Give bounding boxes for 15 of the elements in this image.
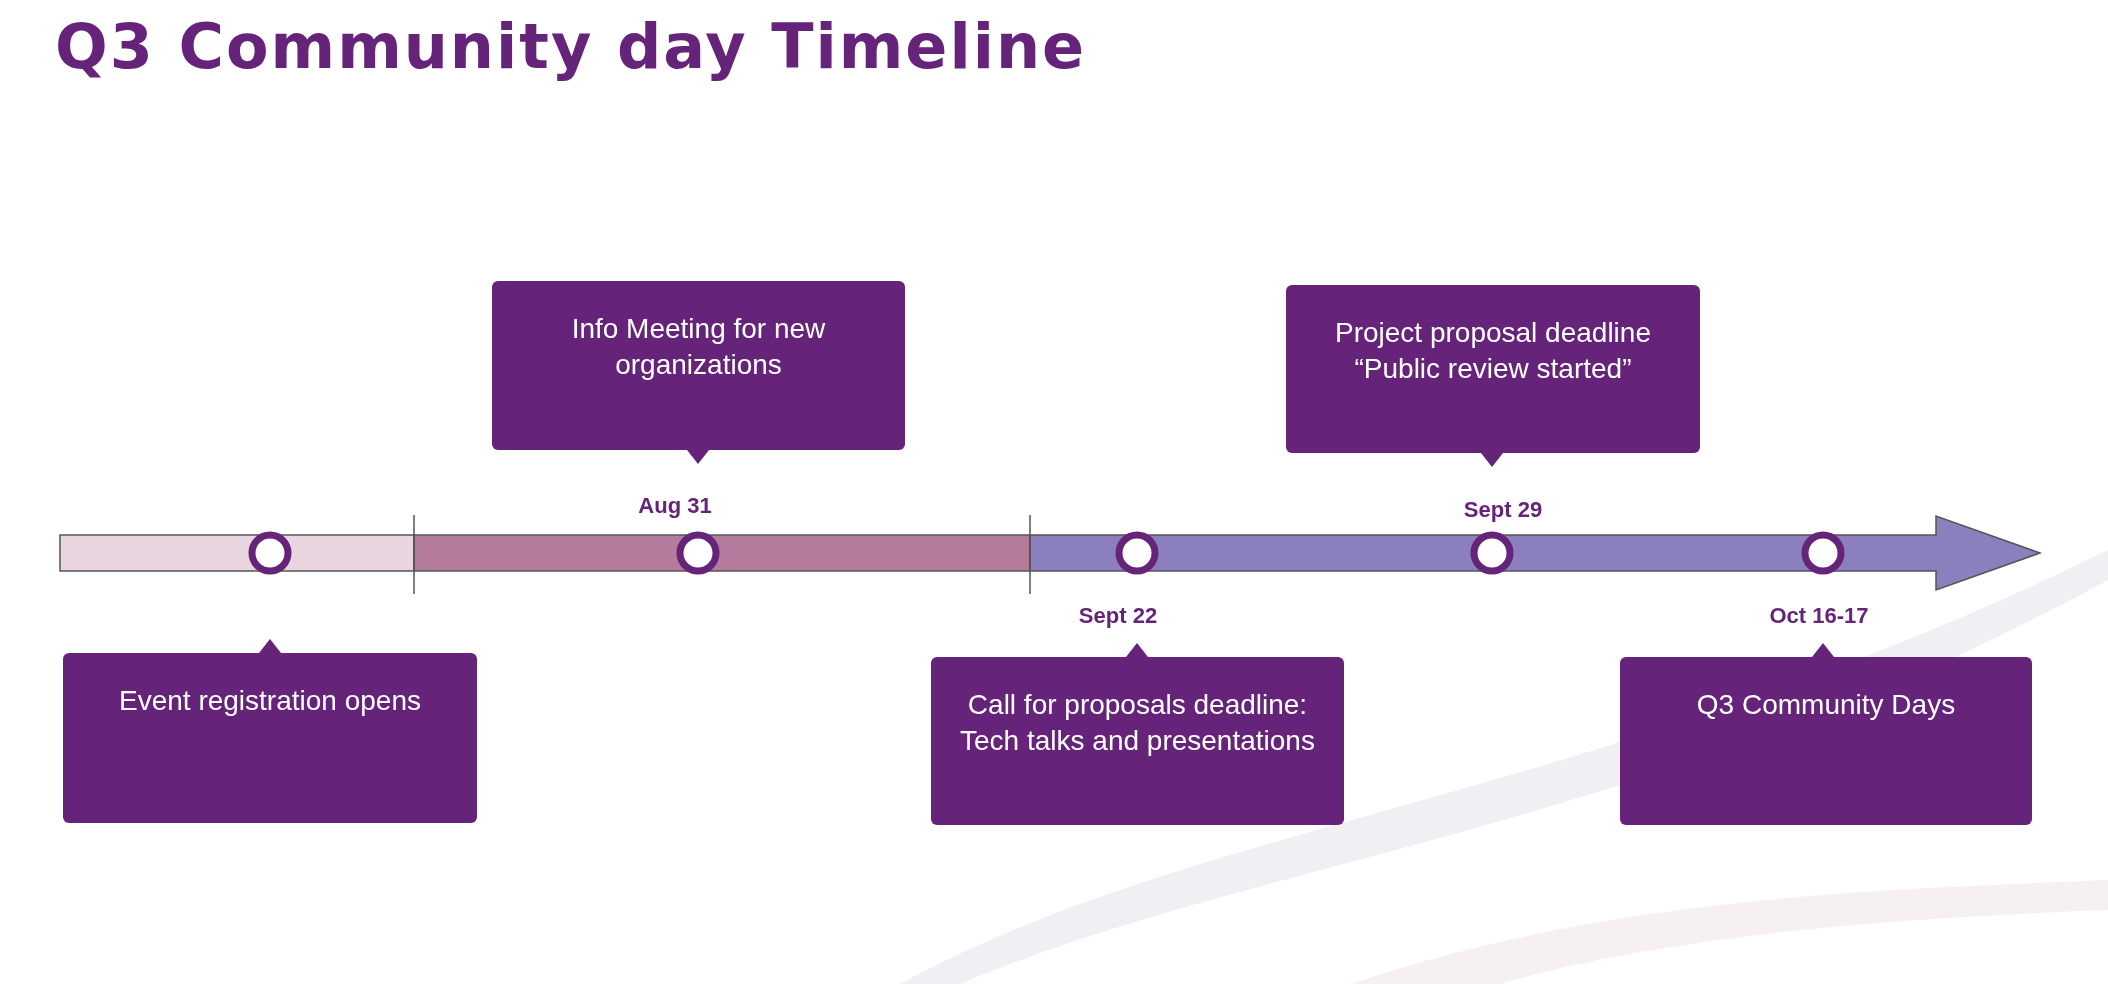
date-label: Oct 16-17 xyxy=(1769,603,1869,629)
callout-box xyxy=(931,657,1344,825)
date-label: Sept 22 xyxy=(1078,603,1158,629)
callout-box xyxy=(1620,657,2032,825)
callout-text: Q3 Community Days xyxy=(1695,688,1957,722)
date-label: Aug 31 xyxy=(638,493,712,519)
title: Q3 Community day Timeline xyxy=(55,10,1087,83)
date-label: Sept 29 xyxy=(1463,497,1543,523)
callout-text: Event registration opens xyxy=(118,684,422,718)
callout-box xyxy=(1286,285,1700,453)
callout-text: Call for proposals deadline: Tech talks and presentations xyxy=(959,688,1316,759)
callout-box xyxy=(63,653,477,823)
callout-text: Info Meeting for new organizations xyxy=(570,312,827,383)
callout-text: Project proposal deadline “Public review started” xyxy=(1334,316,1652,387)
callout-box xyxy=(492,281,905,450)
